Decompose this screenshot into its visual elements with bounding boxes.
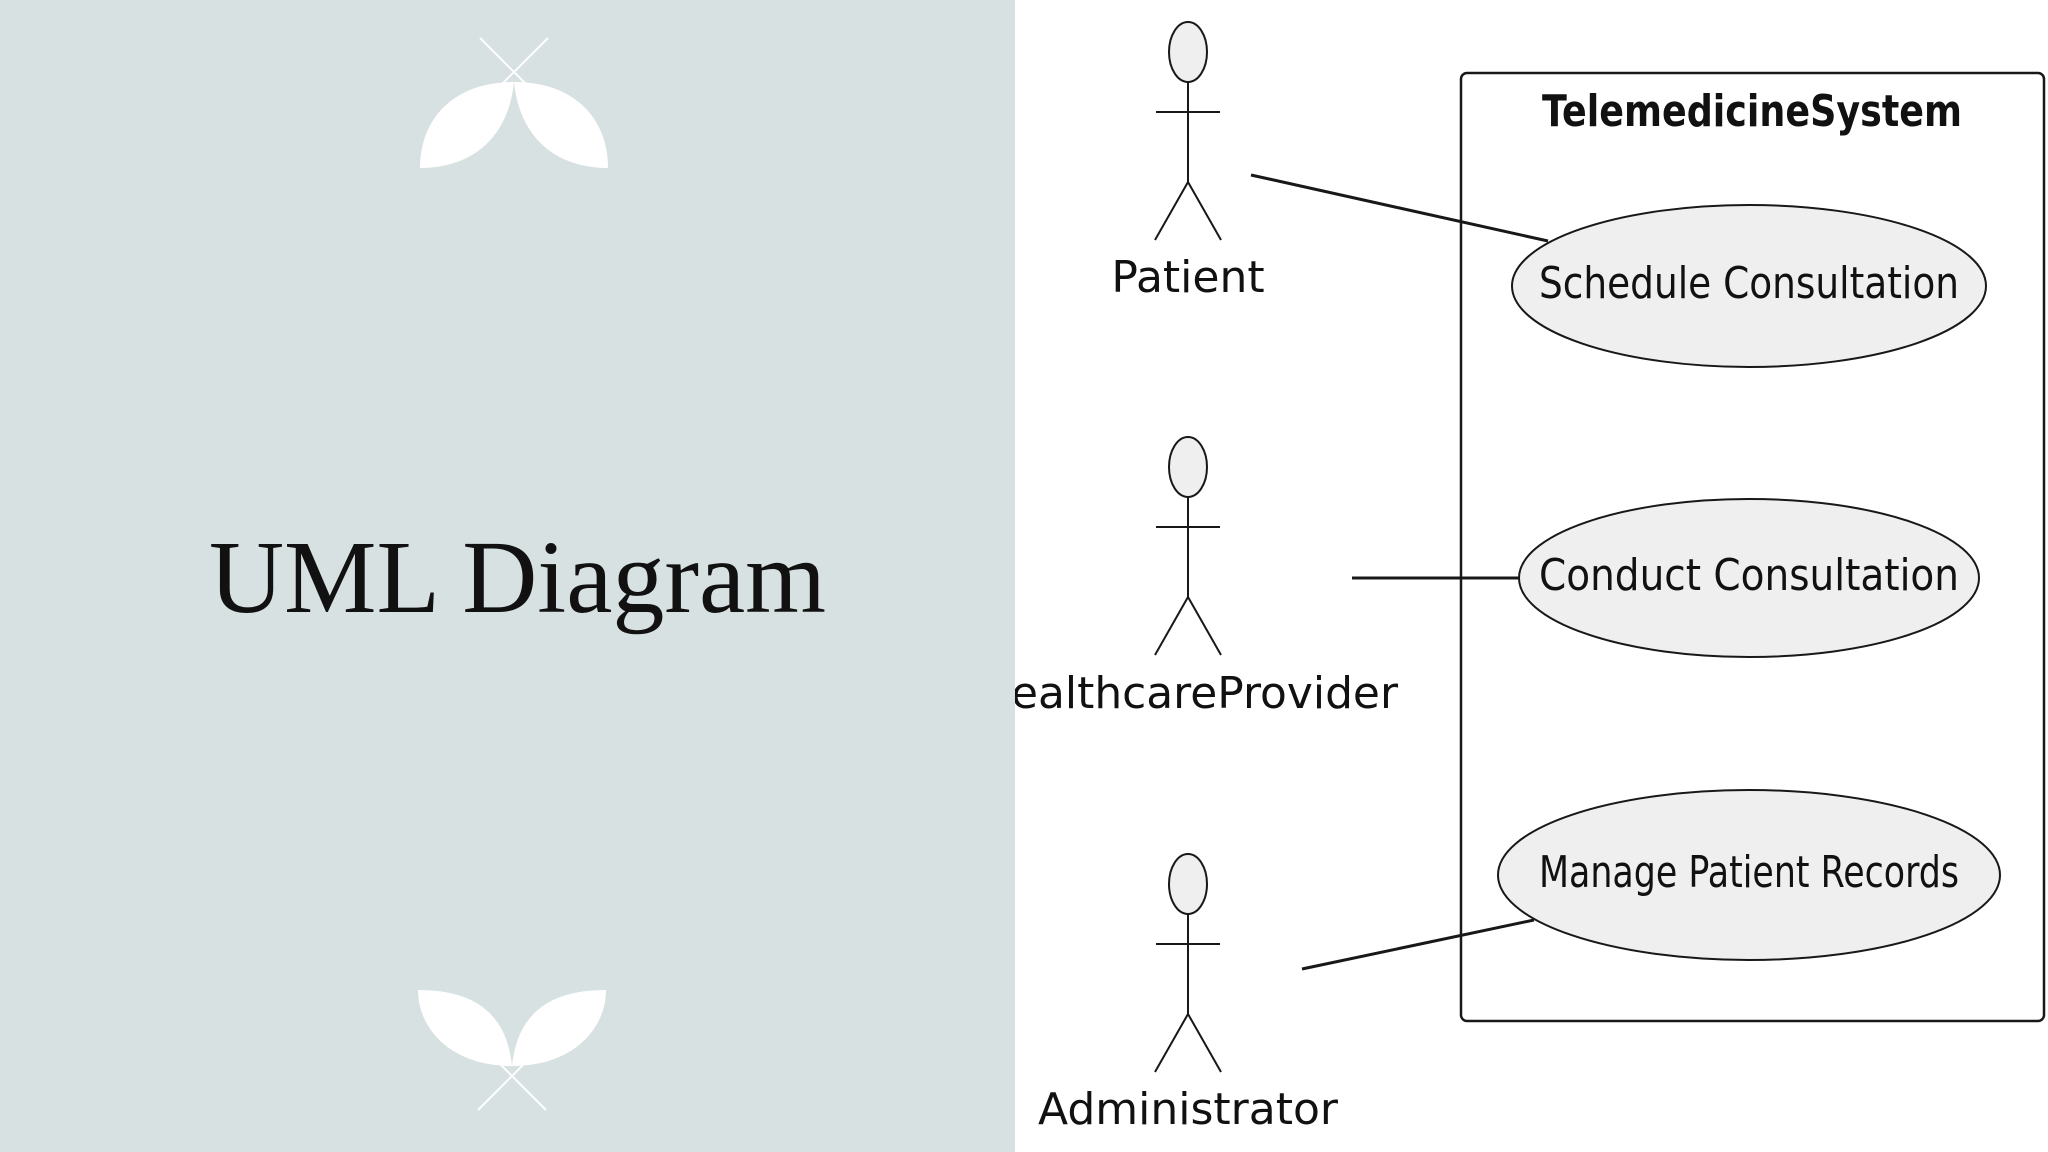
- use-case-label: Conduct Consultation: [1539, 550, 1959, 601]
- slide-title: UML Diagram: [208, 520, 827, 635]
- system-name: TelemedicineSystem: [1542, 86, 1962, 137]
- association-patient-schedule: [1250, 173, 1549, 243]
- use-case-schedule-consultation: Schedule Consultation: [1511, 204, 1987, 368]
- actor-label: Patient: [1111, 252, 1264, 303]
- association-admin-records: [1301, 918, 1535, 971]
- actor-healthcare-provider: HealthcareProvider: [1015, 436, 1399, 719]
- stick-figure-icon: [1154, 21, 1222, 241]
- stick-figure-icon: [1154, 436, 1222, 656]
- actor-administrator: Administrator: [1038, 853, 1339, 1135]
- system-boundary: [1459, 71, 2046, 1023]
- use-case-manage-patient-records: Manage Patient Records: [1497, 789, 2001, 961]
- use-case-label: Manage Patient Records: [1539, 847, 1959, 898]
- title-panel: UML Diagram: [0, 0, 1015, 1152]
- stick-figure-icon: [1154, 853, 1222, 1073]
- leaf-ornament-bottom: [418, 990, 606, 1111]
- use-case-diagram: TelemedicineSystem Schedule Consultation…: [1015, 21, 2046, 1135]
- actor-patient: Patient: [1111, 21, 1265, 303]
- leaf-ornament-top: [420, 37, 608, 168]
- actor-label: HealthcareProvider: [1015, 668, 1399, 719]
- use-case-label: Schedule Consultation: [1539, 258, 1959, 309]
- actor-label: Administrator: [1038, 1084, 1339, 1135]
- use-case-conduct-consultation: Conduct Consultation: [1518, 498, 1980, 658]
